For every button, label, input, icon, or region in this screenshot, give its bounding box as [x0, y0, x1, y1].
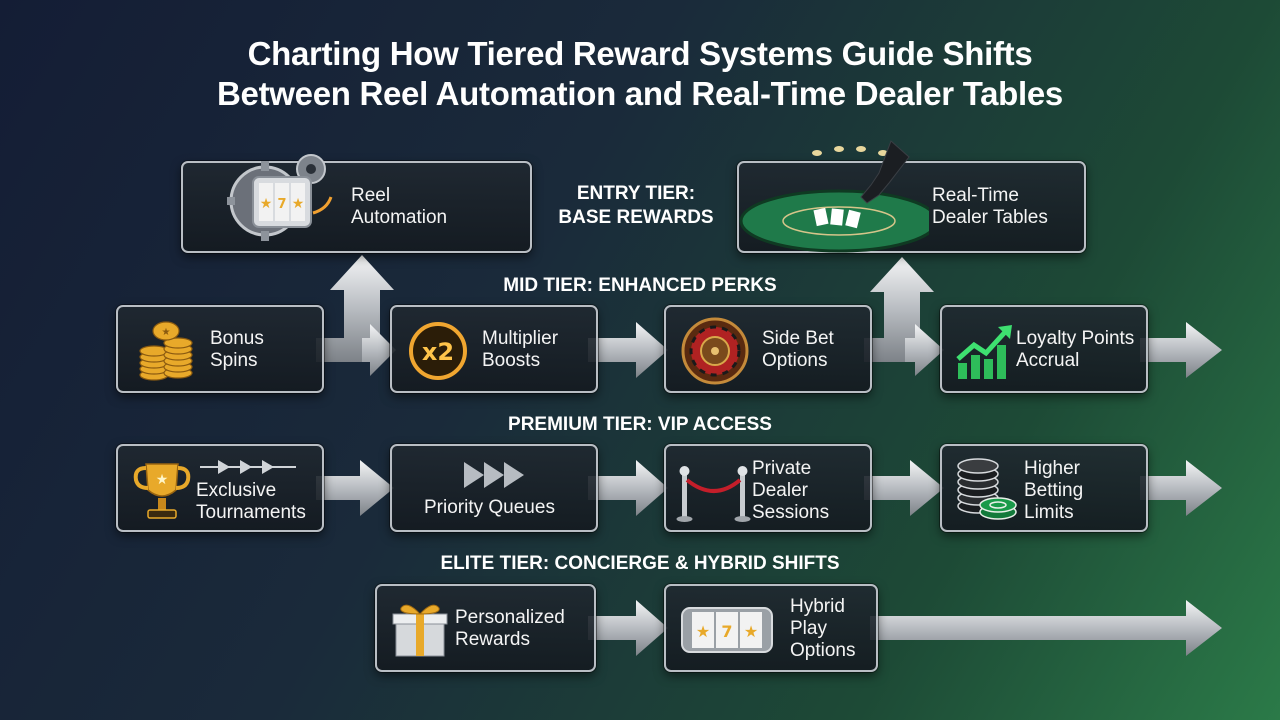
- loyalty-points-label: Loyalty Points Accrual: [1016, 328, 1135, 371]
- bonus-spins-node: ★ Bonus Spins: [116, 305, 324, 393]
- slot-reel-icon: ★ 7 ★: [681, 607, 773, 653]
- hybrid-play-options-label: Hybrid Play Options: [790, 596, 856, 661]
- svg-text:★: ★: [744, 622, 758, 641]
- reel-automation-node: ★ 7 ★ Reel Automation: [181, 154, 532, 253]
- svg-text:7: 7: [277, 197, 286, 212]
- reel-gear-icon: ★ 7 ★: [227, 154, 333, 241]
- arrow-prem-4: [1140, 460, 1222, 516]
- priority-queues-node: Priority Queues: [390, 444, 598, 532]
- arrow-mid-3: [905, 324, 944, 376]
- higher-betting-limits-node: Higher Betting Limits: [940, 444, 1148, 532]
- private-dealer-sessions-label: Private Dealer Sessions: [752, 458, 830, 523]
- arrow-mid-4: [1140, 322, 1222, 378]
- multiplier-boosts-label: Multiplier Boosts: [482, 328, 559, 371]
- title-line-2: Between Reel Automation and Real-Time De…: [217, 75, 1063, 112]
- arrow-elite-1: [588, 600, 668, 656]
- x2-multiplier-icon: x2: [409, 322, 467, 380]
- arrow-elite-2: [870, 600, 1222, 656]
- svg-text:★: ★: [156, 472, 169, 488]
- priority-queues-label: Priority Queues: [424, 497, 555, 518]
- fast-forward-icon: [464, 462, 524, 488]
- growth-chart-icon: [956, 325, 1012, 379]
- svg-text:7: 7: [721, 622, 732, 641]
- svg-text:★: ★: [696, 622, 710, 641]
- coin-stack-icon: ★: [139, 321, 193, 381]
- premium-tier-label: PREMIUM TIER: VIP ACCESS: [508, 414, 772, 435]
- diagram-title: Charting How Tiered Reward Systems Guide…: [0, 34, 1280, 114]
- loyalty-points-node: Loyalty Points Accrual: [940, 305, 1148, 393]
- private-dealer-sessions-node: Private Dealer Sessions: [664, 444, 872, 532]
- arrow-mid-2: [588, 322, 668, 378]
- title-line-1: Charting How Tiered Reward Systems Guide…: [247, 35, 1033, 72]
- progress-arrows-icon: [200, 460, 296, 474]
- reel-automation-label: Reel Automation: [351, 185, 448, 228]
- dealer-tables-node: Real-Time Dealer Tables: [737, 140, 1086, 253]
- side-bet-options-label: Side Bet Options: [762, 328, 834, 371]
- hybrid-play-options-node: ★ 7 ★ Hybrid Play Options: [664, 584, 878, 672]
- svg-text:★: ★: [260, 196, 273, 212]
- personalized-rewards-label: Personalized Rewards: [455, 607, 565, 650]
- velvet-rope-icon: [676, 466, 751, 522]
- side-bet-options-node: Side Bet Options: [664, 305, 872, 393]
- svg-text:x2: x2: [422, 338, 454, 366]
- personalized-rewards-node: Personalized Rewards: [375, 584, 596, 672]
- exclusive-tournaments-node: ★ Exclusive Tournaments: [116, 444, 324, 532]
- roulette-wheel-icon: [681, 317, 749, 385]
- dealer-table-icon: [739, 140, 929, 253]
- exclusive-tournaments-label: Exclusive Tournaments: [196, 480, 306, 523]
- chip-stack-icon: [957, 458, 1017, 520]
- arrow-prem-3: [864, 460, 944, 516]
- arrow-prem-2: [588, 460, 668, 516]
- elite-tier-label: ELITE TIER: CONCIERGE & HYBRID SHIFTS: [440, 553, 840, 574]
- mid-tier-label: MID TIER: ENHANCED PERKS: [503, 275, 777, 296]
- dealer-tables-label: Real-Time Dealer Tables: [932, 185, 1048, 228]
- higher-betting-limits-label: Higher Betting Limits: [1024, 458, 1084, 523]
- arrow-prem-1: [316, 460, 394, 516]
- gift-box-icon: [392, 604, 448, 657]
- svg-text:★: ★: [162, 327, 171, 338]
- multiplier-boosts-node: x2 Multiplier Boosts: [390, 305, 598, 393]
- trophy-icon: ★: [133, 463, 191, 519]
- svg-text:★: ★: [292, 196, 305, 212]
- entry-tier-label: ENTRY TIER: BASE REWARDS: [558, 183, 714, 228]
- arrow-mid-1: [362, 324, 396, 376]
- bonus-spins-label: Bonus Spins: [210, 328, 264, 371]
